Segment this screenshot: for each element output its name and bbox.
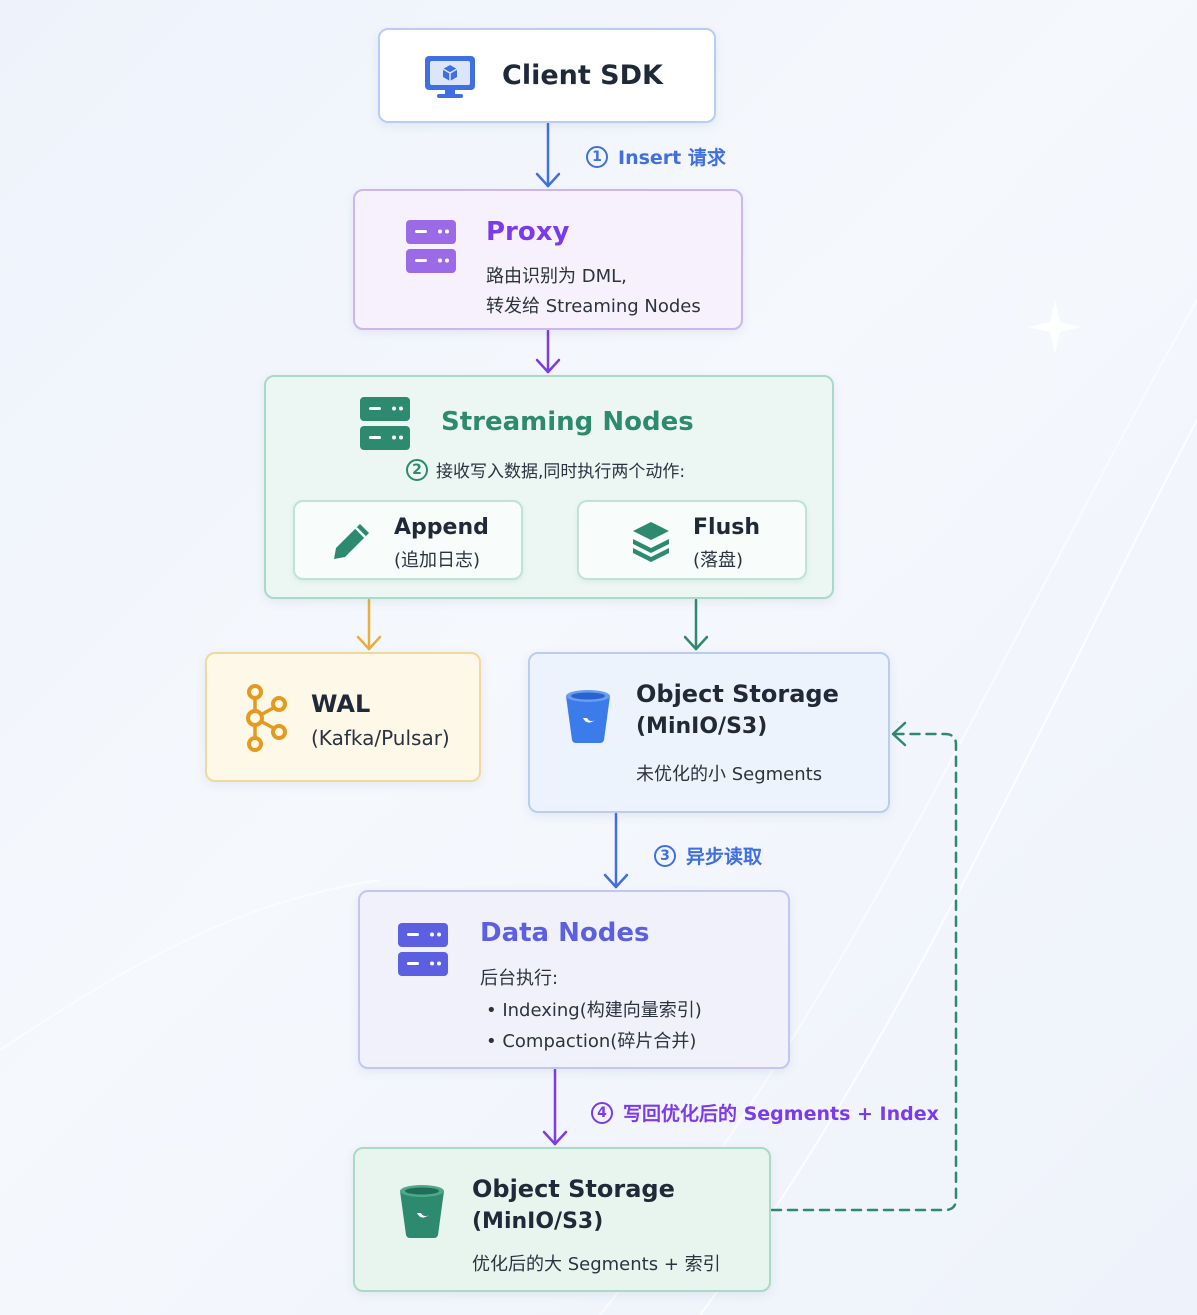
step-2-number: 2 <box>406 458 428 481</box>
kafka-icon <box>246 684 287 752</box>
flush-subtitle: (落盘) <box>693 550 744 571</box>
proxy-title: Proxy <box>486 217 570 247</box>
monitor-cube-icon <box>425 56 475 98</box>
server-icon <box>406 220 456 273</box>
data-nodes-node: Data Nodes 后台执行: • Indexing(构建向量索引) • Co… <box>358 890 790 1069</box>
step-3-text: 异步读取 <box>686 846 763 868</box>
flush-title: Flush <box>693 515 760 540</box>
server-icon <box>360 397 410 450</box>
object-storage-2-desc: 优化后的大 Segments + 索引 <box>472 1254 721 1275</box>
streaming-step-2: 2 接收写入数据,同时执行两个动作: <box>406 457 685 482</box>
step-4-label: 4 写回优化后的 Segments + Index <box>591 1099 939 1126</box>
step-3-label: 3 异步读取 <box>654 842 762 869</box>
object-storage-1-desc: 未优化的小 Segments <box>636 764 823 785</box>
append-action: Append (追加日志) <box>293 500 523 580</box>
streaming-nodes-title: Streaming Nodes <box>441 407 694 437</box>
object-storage-1-subtitle: (MinIO/S3) <box>636 714 768 739</box>
wal-node: WAL (Kafka/Pulsar) <box>205 652 481 782</box>
data-nodes-intro: 后台执行: <box>480 968 559 989</box>
bucket-icon <box>566 690 610 743</box>
append-subtitle: (追加日志) <box>394 550 481 571</box>
wal-subtitle: (Kafka/Pulsar) <box>311 726 450 750</box>
step-1-number: 1 <box>586 145 608 168</box>
client-sdk-node: Client SDK <box>378 28 716 123</box>
server-icon <box>398 923 448 976</box>
pencil-icon <box>334 524 369 559</box>
proxy-node: Proxy 路由识别为 DML, 转发给 Streaming Nodes <box>353 189 743 330</box>
client-sdk-title: Client SDK <box>502 60 663 91</box>
flush-action: Flush (落盘) <box>577 500 807 580</box>
step-4-number: 4 <box>591 1101 613 1124</box>
object-storage-optimized-node: Object Storage (MinIO/S3) 优化后的大 Segments… <box>353 1147 771 1292</box>
layers-icon <box>633 522 669 562</box>
proxy-line-2: 转发给 Streaming Nodes <box>486 296 701 317</box>
wal-title: WAL <box>311 690 371 718</box>
data-nodes-bullet-1-text: Indexing(构建向量索引) <box>502 1000 702 1021</box>
step-2-text: 接收写入数据,同时执行两个动作: <box>436 462 686 482</box>
step-1-label: 1 Insert 请求 <box>586 143 726 170</box>
object-storage-unoptimized-node: Object Storage (MinIO/S3) 未优化的小 Segments <box>528 652 890 813</box>
step-4-text: 写回优化后的 Segments + Index <box>623 1103 939 1125</box>
step-3-number: 3 <box>654 844 676 867</box>
bucket-icon <box>400 1185 444 1238</box>
object-storage-2-title: Object Storage <box>472 1175 675 1203</box>
object-storage-1-title: Object Storage <box>636 680 839 708</box>
data-nodes-bullet-2-text: Compaction(碎片合并) <box>502 1031 697 1052</box>
data-nodes-bullet-2: • Compaction(碎片合并) <box>486 1031 697 1052</box>
object-storage-2-subtitle: (MinIO/S3) <box>472 1209 604 1234</box>
append-title: Append <box>394 515 489 540</box>
data-nodes-title: Data Nodes <box>480 918 650 948</box>
data-nodes-bullet-1: • Indexing(构建向量索引) <box>486 1000 702 1021</box>
proxy-line-1: 路由识别为 DML, <box>486 266 627 287</box>
step-1-text: Insert 请求 <box>618 147 726 169</box>
